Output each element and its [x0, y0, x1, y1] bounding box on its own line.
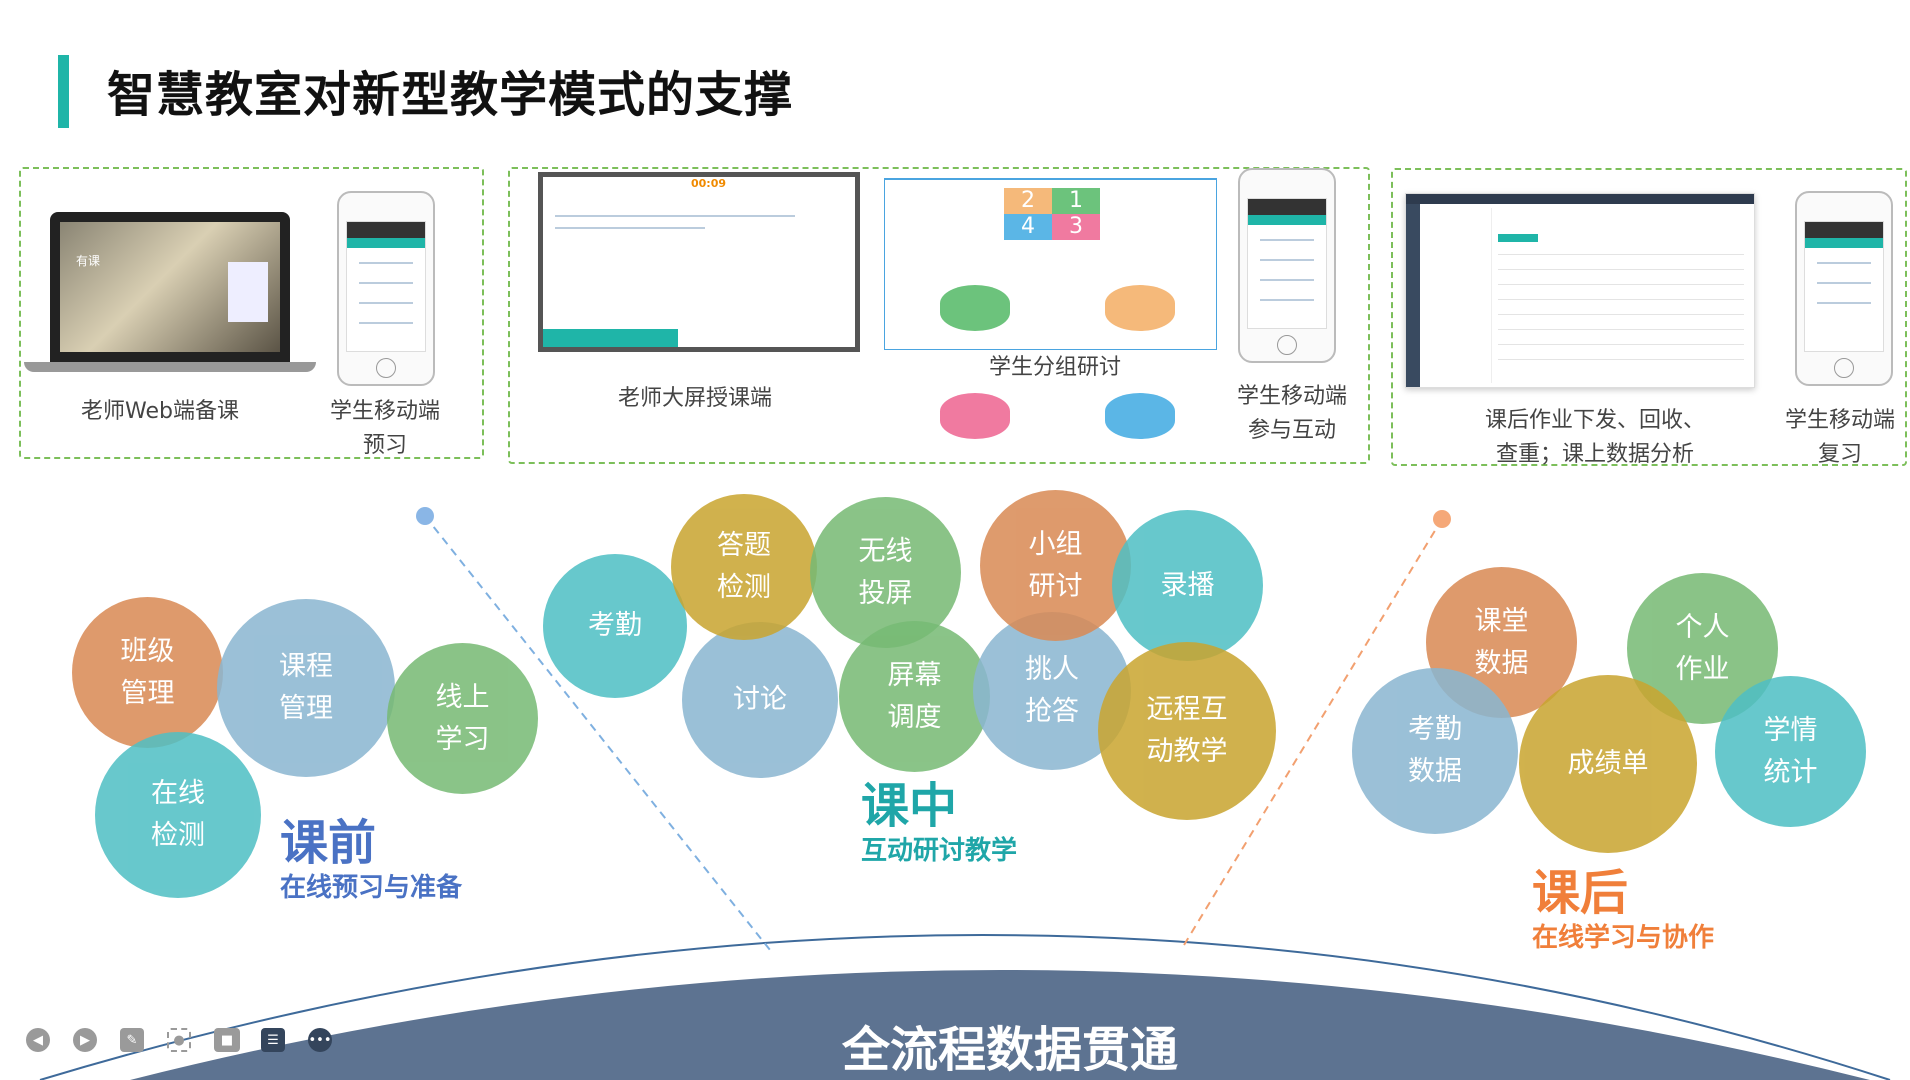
- caption-homework: 课后作业下发、回收、 查重；课上数据分析: [1484, 408, 1705, 467]
- screen-timer: 00:09: [691, 177, 727, 190]
- camera-icon[interactable]: ■: [214, 1028, 240, 1052]
- next-slide-button[interactable]: ▶: [73, 1028, 97, 1052]
- bubble-wireless-projection: 无线 投屏: [810, 497, 961, 648]
- phase-before: 课前在线预习与准备: [280, 815, 463, 903]
- group-table-2: [1105, 285, 1175, 331]
- bubble-screen-control: 屏幕 调度: [839, 621, 990, 772]
- caption-group-discussion: 学生分组研讨: [975, 351, 1135, 385]
- bubble-attendance: 考勤: [543, 554, 687, 698]
- bubble-learning-stats: 学情 统计: [1715, 676, 1866, 827]
- bubble-course-management: 课程 管理: [217, 599, 395, 777]
- bubble-remote-teaching: 远程互 动教学: [1098, 642, 1276, 820]
- phone-mockup-interact: [1238, 168, 1336, 363]
- laptop-base: [24, 362, 316, 372]
- page-title: 智慧教室对新型教学模式的支撑: [107, 67, 794, 123]
- bubble-quiz: 答题 检测: [671, 494, 817, 640]
- bubble-online-learning: 线上 学习: [387, 643, 538, 794]
- bubble-transcript: 成绩单: [1519, 675, 1697, 853]
- bubble-recording: 录播: [1112, 510, 1263, 661]
- caption-student-review: 学生移动端 复习: [1784, 408, 1895, 467]
- screenshot-icon[interactable]: ●: [167, 1028, 191, 1052]
- bubble-class-management: 班级 管理: [72, 597, 223, 748]
- comment-icon[interactable]: ☰: [261, 1028, 285, 1052]
- panel-after-class: [1391, 168, 1907, 466]
- group-table-1: [940, 285, 1010, 331]
- phone-mockup-preview: [337, 191, 435, 386]
- more-icon[interactable]: •••: [308, 1028, 332, 1052]
- laptop-logo-text: 有课: [76, 254, 101, 268]
- teacher-screen-mockup: 00:09: [538, 172, 860, 352]
- web-dashboard-mockup: [1405, 193, 1755, 388]
- group-table-3: [940, 393, 1010, 439]
- panel-before-class: [19, 167, 484, 459]
- bubble-group-discussion: 小组 研讨: [980, 490, 1131, 641]
- panel-during-class: [508, 167, 1370, 464]
- phase-after: 课后在线学习与协作: [1532, 865, 1715, 953]
- previous-slide-button[interactable]: ◀: [26, 1028, 50, 1052]
- bubble-attendance-data: 考勤 数据: [1352, 668, 1518, 834]
- phase-during: 课中互动研讨教学: [861, 778, 1018, 866]
- group-diagram: [884, 178, 1217, 350]
- bottom-banner-text: 全流程数据贯通: [841, 1022, 1178, 1078]
- caption-student-preview: 学生移动端 预习: [329, 399, 440, 458]
- caption-student-interact: 学生移动端 参与互动: [1236, 384, 1347, 443]
- group-table-4: [1105, 393, 1175, 439]
- bubble-discussion: 讨论: [682, 622, 838, 778]
- title-accent-bar: [58, 55, 69, 128]
- bubble-online-test: 在线 检测: [95, 732, 261, 898]
- phone-mockup-review: [1795, 191, 1893, 386]
- pen-icon[interactable]: ✎: [120, 1028, 144, 1052]
- caption-teacher-screen: 老师大屏授课端: [617, 386, 772, 411]
- laptop-mockup: 有课: [50, 212, 290, 362]
- login-box: [228, 262, 268, 322]
- caption-teacher-web: 老师Web端备课: [81, 399, 239, 424]
